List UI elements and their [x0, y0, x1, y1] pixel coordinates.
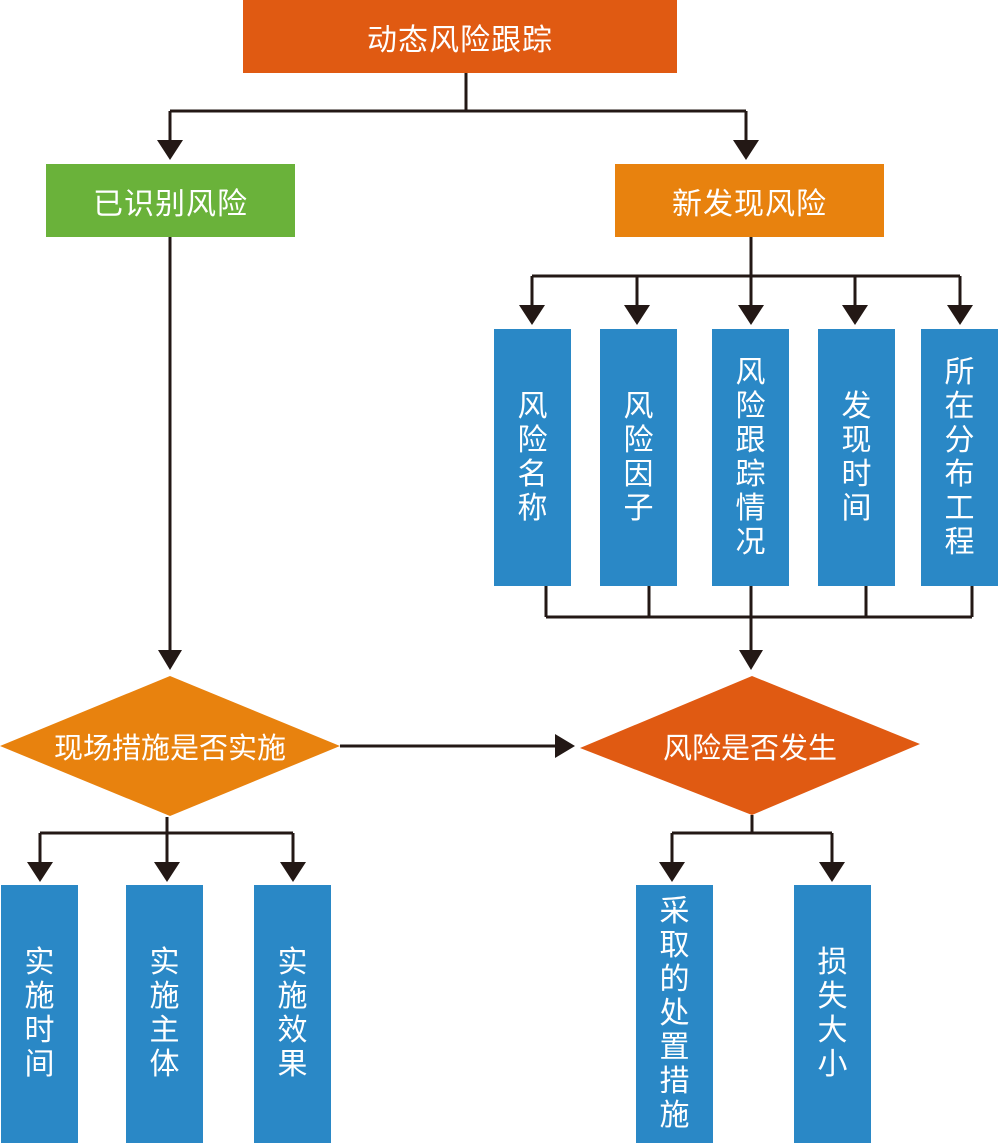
- arrow-head: [733, 140, 759, 160]
- outcome-box-effect: 实施效果: [254, 885, 331, 1143]
- outcome-label: 实施时间: [24, 945, 55, 1082]
- attribute-label: 发现时间: [841, 388, 872, 526]
- outcome-label: 损失大小: [817, 945, 848, 1082]
- attribute-box-location: 所在分布工程: [921, 329, 998, 586]
- attribute-label: 所在分布工程: [944, 354, 975, 560]
- arrow-head: [158, 650, 182, 670]
- decision-risk-label: 风险是否发生: [662, 731, 837, 765]
- identified-risk-label: 已识别风险: [93, 186, 248, 222]
- attribute-box-tracking-status: 风险跟踪情况: [712, 329, 789, 586]
- attribute-label: 风险名称: [517, 388, 548, 526]
- decision-measures-diamond: [0, 676, 340, 816]
- decision-risk-diamond: [580, 676, 920, 815]
- arrow-head: [157, 140, 183, 160]
- attribute-label: 风险因子: [623, 388, 654, 526]
- outcome-label: 实施主体: [149, 945, 180, 1082]
- new-risk-node: 新发现风险: [615, 164, 884, 237]
- attribute-box-risk-name: 风险名称: [494, 329, 571, 586]
- arrow-head: [27, 862, 53, 882]
- identified-risk-node: 已识别风险: [46, 164, 295, 237]
- outcome-label: 实施效果: [277, 945, 308, 1082]
- arrow-head: [739, 650, 763, 670]
- arrow-head: [842, 305, 868, 325]
- root-node: 动态风险跟踪: [243, 0, 677, 73]
- arrow-head: [738, 305, 764, 325]
- arrow-head: [555, 734, 575, 758]
- arrow-head: [947, 305, 973, 325]
- outcome-box-loss-size: 损失大小: [794, 885, 871, 1143]
- arrow-head: [624, 305, 650, 325]
- arrow-head: [280, 862, 306, 882]
- arrow-head: [659, 862, 685, 882]
- arrow-head: [154, 862, 180, 882]
- outcome-box-response-measures: 采取的处置措施: [636, 885, 713, 1143]
- outcome-box-implementer: 实施主体: [126, 885, 203, 1143]
- outcome-box-implementation-time: 实施时间: [1, 885, 78, 1143]
- decision-measures-label: 现场措施是否实施: [53, 731, 286, 765]
- outcome-label: 采取的处置措施: [659, 894, 690, 1133]
- arrow-head: [819, 862, 845, 882]
- attribute-box-discovery-time: 发现时间: [818, 329, 895, 586]
- attribute-label: 风险跟踪情况: [735, 354, 766, 560]
- attribute-box-risk-factor: 风险因子: [600, 329, 677, 586]
- root-label: 动态风险跟踪: [367, 22, 553, 58]
- new-risk-label: 新发现风险: [672, 186, 827, 222]
- arrow-head: [519, 305, 545, 325]
